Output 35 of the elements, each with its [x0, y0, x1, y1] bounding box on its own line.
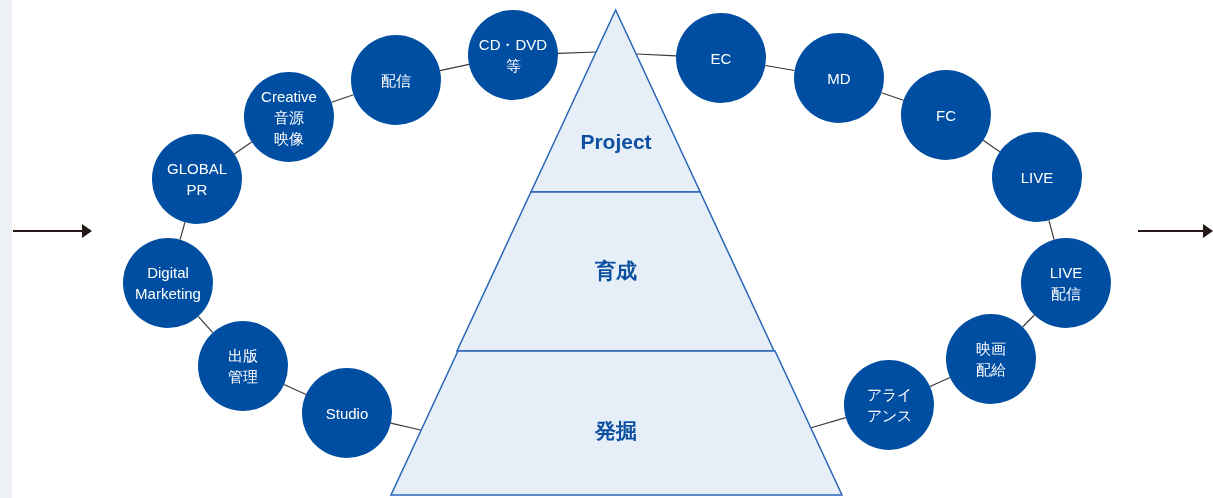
- connector-line: [1022, 314, 1035, 328]
- connector-line: [1048, 219, 1055, 241]
- connector-line: [439, 63, 470, 72]
- connector-line: [179, 221, 186, 241]
- node-label: 発掘: [594, 418, 638, 444]
- node-label: 出版管理: [228, 346, 258, 387]
- node-label: 配信: [381, 70, 411, 91]
- pyramid-tier: [390, 351, 842, 495]
- node-label: Digital Marketing: [135, 263, 201, 304]
- node-label: LIVE: [1020, 167, 1054, 188]
- connector-line: [764, 64, 796, 72]
- node-label: 育成: [594, 258, 638, 284]
- connector-line: [880, 92, 905, 101]
- pyramid-tier: [457, 192, 775, 351]
- connector-line: [283, 383, 307, 396]
- node-label: 映画配給: [976, 339, 1006, 380]
- node-label: FC: [936, 105, 956, 126]
- node-label: アライアンス: [866, 385, 912, 426]
- connector-line: [982, 139, 1001, 153]
- node-label: EC: [710, 48, 732, 69]
- node-label: Studio: [325, 403, 369, 424]
- connector-line: [197, 315, 214, 334]
- connector-line: [635, 53, 677, 57]
- node-label: Creative 音源映像: [261, 86, 317, 149]
- connector-line: [809, 417, 847, 429]
- connector-line: [330, 94, 355, 103]
- node-label: Project: [579, 130, 653, 154]
- node-label: CD・DVD等: [478, 35, 548, 76]
- connector-line: [233, 141, 253, 155]
- connector-line: [390, 422, 422, 431]
- node-label: MD: [827, 68, 851, 89]
- node-label: LIVE 配信: [1049, 263, 1083, 304]
- node-label: GLOBAL PR: [167, 159, 227, 200]
- connector-line: [557, 51, 598, 54]
- connector-line: [929, 376, 951, 388]
